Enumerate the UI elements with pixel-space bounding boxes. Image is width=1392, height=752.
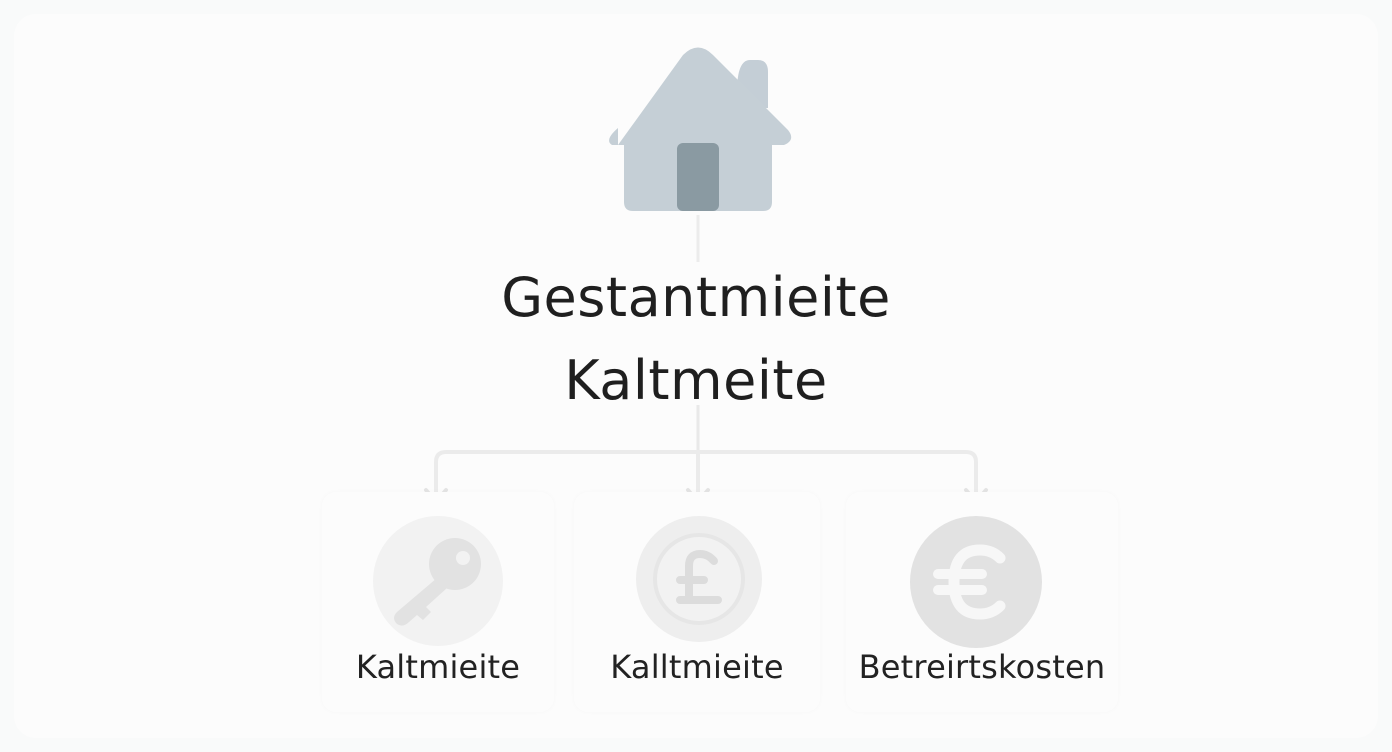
label-kalltmiete: Kalltmieite <box>610 648 784 686</box>
pound-icon <box>636 516 762 642</box>
key-icon <box>373 516 503 646</box>
diagram-title-line-1: Gestantmieite <box>501 266 891 329</box>
diagram-title-line-2: Kaltmeite <box>564 349 828 412</box>
label-betriebskosten: Betreirtskosten <box>858 648 1106 686</box>
label-kaltmiete: Kaltmieite <box>355 648 521 686</box>
euro-icon <box>910 516 1042 648</box>
